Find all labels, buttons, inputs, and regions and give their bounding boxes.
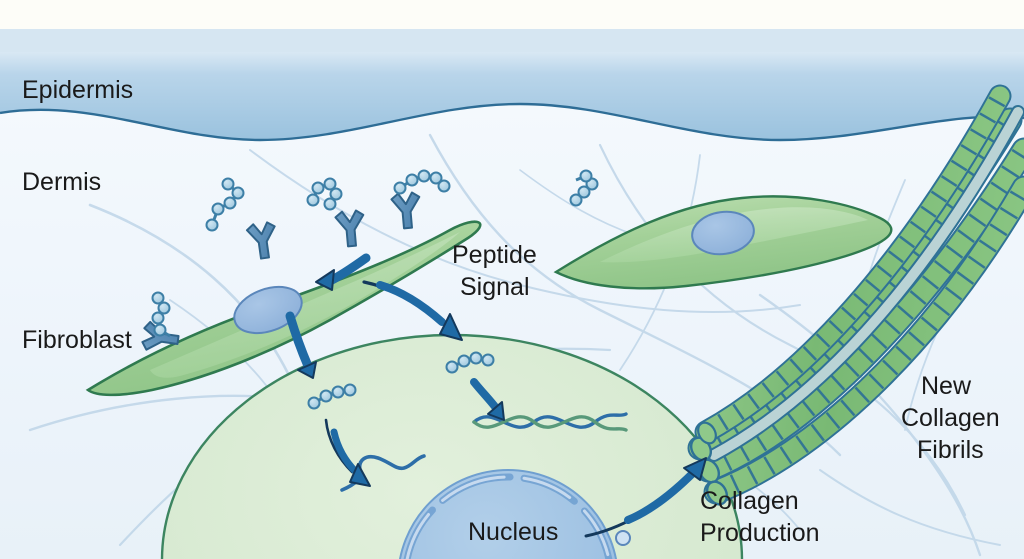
label-peptide-signal-line1: Peptide xyxy=(452,241,537,269)
peptide-chain-internal xyxy=(445,351,495,374)
nuclear-pore xyxy=(615,530,631,546)
peptide-chain xyxy=(393,169,451,195)
signal-arrows-group xyxy=(285,253,707,538)
peptide-chain-internal xyxy=(307,383,357,410)
peptide-chain xyxy=(306,177,343,211)
label-dermis: Dermis xyxy=(22,168,101,196)
label-collagen-production-line2: Production xyxy=(700,519,820,547)
receptor-icon xyxy=(390,191,421,230)
nucleus-group xyxy=(399,469,631,559)
arrow-signal-transduction xyxy=(285,311,317,379)
label-new-collagen-line2: Collagen xyxy=(901,404,1000,432)
peptide-chain xyxy=(151,291,171,338)
fibroblast-nucleus-primary xyxy=(233,285,303,335)
receptor-icon xyxy=(245,221,276,260)
collagen-fibril-strand-core xyxy=(705,177,1024,503)
collagen-tube-ends xyxy=(689,421,729,506)
collagen-fibril-strand-core xyxy=(697,139,1024,481)
label-new-collagen-line3: Fibrils xyxy=(917,436,984,464)
peptide-chain xyxy=(569,169,599,207)
arrow-peptide-into-cell xyxy=(315,253,371,291)
label-peptide-signal-line2: Signal xyxy=(460,273,530,301)
epidermis-layer xyxy=(0,52,1024,140)
new-collagen-fibrils-group xyxy=(687,84,1024,506)
label-fibroblast: Fibroblast xyxy=(22,326,132,354)
collagen-fibril-highlight xyxy=(709,107,1023,460)
arrow-peptide-to-dna xyxy=(470,378,505,421)
fibroblast-cell-primary xyxy=(85,220,482,397)
arrow-peptide-signal-entry xyxy=(362,280,463,341)
fibroblast-nucleus-secondary xyxy=(691,210,755,256)
epidermis-light-band xyxy=(0,29,1024,53)
dna-double-helix xyxy=(472,412,628,432)
arrow-cytoplasm-transport xyxy=(324,418,371,487)
top-white-strip xyxy=(0,0,1024,29)
membrane-receptors-group xyxy=(141,191,421,351)
label-new-collagen-line1: New xyxy=(921,372,972,400)
receptor-icon xyxy=(334,209,365,248)
nuclear-membrane-inner xyxy=(403,475,613,559)
label-epidermis: Epidermis xyxy=(22,76,133,104)
arrow-collagen-production xyxy=(584,457,707,538)
label-collagen-production-line1: Collagen xyxy=(700,487,799,515)
peptide-chain xyxy=(205,177,245,232)
collagen-fibril-strand-core xyxy=(696,86,1010,442)
dermal-epidermal-junction-line xyxy=(0,102,1024,142)
dna-strand-green xyxy=(472,415,628,432)
peptide-signals-group xyxy=(151,169,599,410)
label-nucleus: Nucleus xyxy=(468,518,558,546)
fibroblast-cell-secondary xyxy=(553,195,893,290)
